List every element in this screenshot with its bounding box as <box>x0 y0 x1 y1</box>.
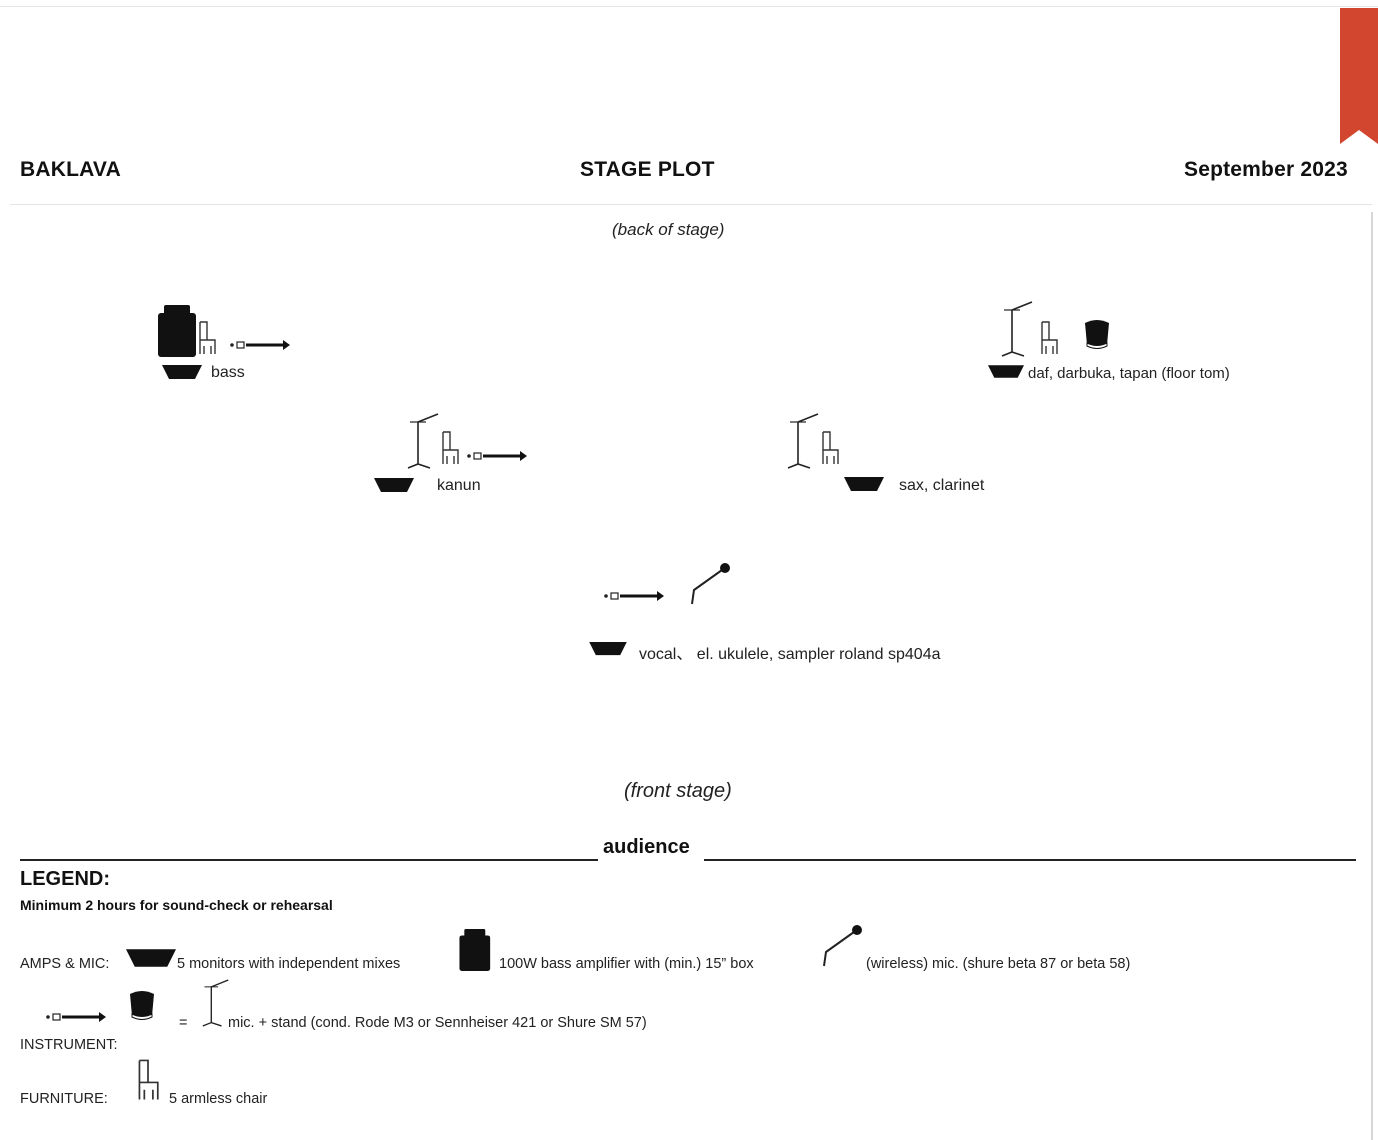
di-line-icon <box>228 339 290 351</box>
di-line-icon <box>44 1011 106 1023</box>
top-border <box>0 6 1378 7</box>
monitor-wedge-icon <box>988 364 1024 379</box>
chair-icon <box>135 1058 161 1102</box>
bass-amp-text: 100W bass amplifier with (min.) 15” box <box>499 956 754 972</box>
wireless-mic-icon <box>688 562 732 606</box>
percussion-label: daf, darbuka, tapan (floor tom) <box>1028 365 1230 382</box>
di-line-icon <box>465 450 527 462</box>
audience-label: audience <box>603 836 690 858</box>
chair-icon <box>197 320 217 356</box>
chair-icon <box>1039 320 1059 356</box>
mic-stand-icon <box>780 412 820 470</box>
monitors-text: 5 monitors with independent mixes <box>177 956 401 972</box>
monitor-wedge-icon <box>374 477 414 493</box>
di-line-icon <box>602 590 664 602</box>
chair-icon <box>440 430 460 466</box>
header-divider <box>10 204 1372 205</box>
vocal-label: vocal、 el. ukulele, sampler roland sp404… <box>639 646 941 663</box>
legend-title: LEGEND: <box>20 868 110 890</box>
bass-amplifier-icon <box>156 305 196 357</box>
bookmark-icon <box>1340 8 1378 144</box>
bass-label: bass <box>211 364 245 381</box>
monitor-wedge-icon <box>126 948 176 968</box>
furniture-label: FURNITURE: <box>20 1091 108 1107</box>
page-title: STAGE PLOT <box>580 158 715 181</box>
bass-amplifier-icon <box>457 929 491 971</box>
sax-label: sax, clarinet <box>899 477 985 494</box>
kanun-label: kanun <box>437 477 481 494</box>
chair-icon <box>820 430 840 466</box>
band-name: BAKLAVA <box>20 158 121 181</box>
chair-text: 5 armless chair <box>169 1091 268 1107</box>
mic-stand-icon <box>196 978 230 1028</box>
mic-stand-text: mic. + stand (cond. Rode M3 or Sennheise… <box>228 1015 647 1031</box>
amps-mic-label: AMPS & MIC: <box>20 956 110 972</box>
mic-stand-icon <box>400 412 440 470</box>
page-frame-edge <box>1371 212 1373 1140</box>
date-label: September 2023 <box>1184 158 1348 181</box>
instrument-label: INSTRUMENT: <box>20 1037 118 1053</box>
monitor-wedge-icon <box>844 476 884 492</box>
drum-icon <box>128 990 156 1022</box>
audience-rule-right <box>704 859 1356 861</box>
legend-subtitle: Minimum 2 hours for sound-check or rehea… <box>20 897 333 913</box>
drum-icon <box>1083 319 1111 351</box>
monitor-wedge-icon <box>162 364 202 380</box>
wireless-mic-text: (wireless) mic. (shure beta 87 or beta 5… <box>866 956 1131 972</box>
front-stage-label: (front stage) <box>624 780 732 802</box>
wireless-mic-icon <box>820 924 864 968</box>
equals-sign: = <box>179 1015 188 1031</box>
audience-rule-left <box>20 859 598 861</box>
back-of-stage-label: (back of stage) <box>612 220 725 239</box>
mic-stand-icon <box>994 300 1034 358</box>
monitor-wedge-icon <box>589 641 627 656</box>
